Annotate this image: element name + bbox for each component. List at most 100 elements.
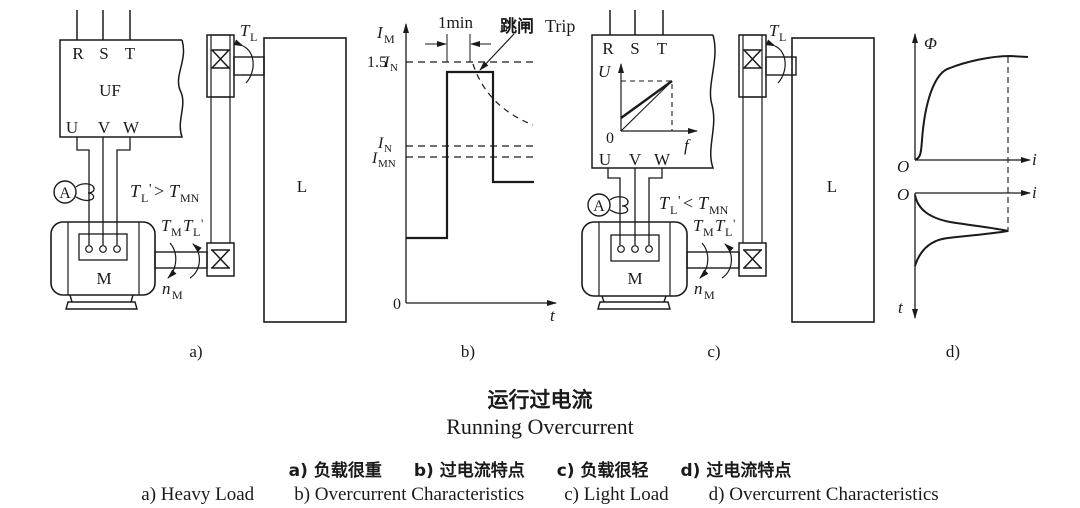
motor-terminal bbox=[645, 245, 653, 253]
level-in-subscript: N bbox=[384, 143, 392, 155]
condition-label: T L ' < T MN bbox=[659, 193, 729, 217]
motor-terminal-box bbox=[78, 233, 128, 261]
terminal-u: U bbox=[599, 150, 611, 169]
inverter-box bbox=[59, 39, 185, 138]
torque-label-tm-tl: T M T L ' bbox=[693, 216, 735, 239]
top-i-label: i bbox=[1032, 150, 1037, 169]
trip-label-en: Trip bbox=[545, 16, 575, 36]
terminal-v: V bbox=[98, 118, 111, 137]
bottom-origin-label: O bbox=[897, 185, 909, 204]
operator: < bbox=[683, 193, 693, 213]
motor-label: M bbox=[96, 269, 111, 288]
top-origin-label: O bbox=[897, 157, 909, 176]
symbol: T bbox=[161, 216, 172, 235]
level-in-symbol: I bbox=[377, 135, 384, 152]
operator: > bbox=[154, 181, 164, 201]
panel-b: 1min 跳闸 Trip I M 1.5 I N I N I MN 0 t b) bbox=[367, 13, 575, 361]
interval-label: 1min bbox=[438, 13, 473, 32]
load-label: L bbox=[827, 177, 837, 196]
y-axis-subscript: M bbox=[384, 32, 395, 46]
load-torque-tl-arrow bbox=[233, 39, 254, 84]
symbol: T bbox=[169, 181, 181, 201]
symbol: n bbox=[694, 279, 703, 298]
terminal-s: S bbox=[630, 39, 639, 58]
ammeter-icon bbox=[53, 180, 77, 204]
current-waveform bbox=[406, 70, 534, 240]
terminal-t: T bbox=[657, 39, 668, 58]
load-torque-tl-arrow bbox=[765, 39, 786, 84]
symbol: T bbox=[693, 216, 704, 235]
motor-base bbox=[597, 295, 671, 310]
level-1-5in-subscript: N bbox=[390, 62, 398, 74]
subcaption-d-zh: d) 过电流特点 bbox=[680, 461, 792, 481]
ammeter-label: A bbox=[59, 185, 71, 202]
motor-terminal bbox=[85, 245, 93, 253]
symbol: n bbox=[162, 279, 171, 298]
load-torque-arrow bbox=[721, 243, 734, 279]
symbol: T bbox=[769, 21, 780, 40]
subscript: MN bbox=[709, 203, 729, 217]
load-block bbox=[791, 37, 875, 323]
phi-axis-label: Φ bbox=[924, 34, 937, 53]
motor-bearing-icon bbox=[211, 249, 230, 269]
motor-base bbox=[65, 294, 138, 310]
trip-curve bbox=[472, 63, 534, 126]
prime: ' bbox=[201, 216, 203, 231]
terminal-r: R bbox=[72, 44, 84, 63]
symbol: T bbox=[698, 193, 710, 213]
symbol: T bbox=[240, 21, 251, 40]
figure-title-zh: 运行过电流 bbox=[487, 388, 593, 412]
level-imn-subscript: MN bbox=[378, 158, 396, 170]
motor-cables bbox=[607, 168, 663, 245]
level-1-5in-symbol: I bbox=[383, 54, 390, 71]
trip-pointer-arrow bbox=[479, 33, 515, 71]
load-bearing-icon bbox=[211, 49, 230, 69]
subcaption-d-en: d) Overcurrent Characteristics bbox=[708, 484, 939, 505]
subscript: M bbox=[172, 288, 183, 302]
subcaption-c-en: c) Light Load bbox=[564, 484, 669, 505]
inverter-label: UF bbox=[99, 81, 121, 100]
symbol: T bbox=[659, 193, 671, 213]
motor-bearing-icon bbox=[743, 249, 762, 269]
vf-graph: U 0 f bbox=[598, 62, 698, 155]
panel-d-label: d) bbox=[946, 342, 960, 361]
motor-terminal bbox=[617, 245, 625, 253]
magnetization-curve bbox=[914, 54, 1029, 161]
subscript: MN bbox=[180, 191, 200, 205]
symbol: T bbox=[715, 216, 726, 235]
belt-top bbox=[210, 34, 231, 98]
subscript: L bbox=[193, 225, 200, 239]
load-shaft bbox=[765, 56, 797, 76]
trip-label-zh: 跳闸 bbox=[500, 16, 534, 36]
motor-terminal bbox=[99, 245, 107, 253]
subscript: L bbox=[250, 30, 257, 44]
subscript: M bbox=[703, 225, 714, 239]
terminal-r: R bbox=[602, 39, 614, 58]
panel-d: Φ O i O i t d) bbox=[897, 33, 1037, 361]
inverter-box bbox=[591, 34, 716, 169]
speed-label: n M bbox=[694, 279, 715, 302]
subscript: M bbox=[171, 225, 182, 239]
terminal-v: V bbox=[629, 150, 642, 169]
subscript: L bbox=[779, 30, 786, 44]
panel-b-label: b) bbox=[461, 342, 475, 361]
panel-a-label: a) bbox=[189, 342, 202, 361]
load-shaft bbox=[233, 56, 265, 76]
origin-label: 0 bbox=[393, 296, 401, 313]
motor-terminal bbox=[113, 245, 121, 253]
prime: ' bbox=[733, 216, 735, 231]
ammeter-icon bbox=[587, 193, 611, 217]
prime: ' bbox=[149, 182, 152, 197]
level-1-5in-coef: 1.5 bbox=[367, 54, 387, 71]
subscript: L bbox=[725, 225, 732, 239]
rated-point-guides bbox=[621, 80, 673, 131]
symbol: T bbox=[130, 181, 142, 201]
y-axis-symbol: I bbox=[376, 23, 384, 42]
terminal-u: U bbox=[66, 118, 78, 137]
panel-a: R S T UF U V W A M bbox=[50, 10, 347, 361]
current-transformer-icon bbox=[75, 183, 95, 202]
motor-label: M bbox=[627, 269, 642, 288]
torque-label-tl: T L bbox=[240, 21, 257, 44]
